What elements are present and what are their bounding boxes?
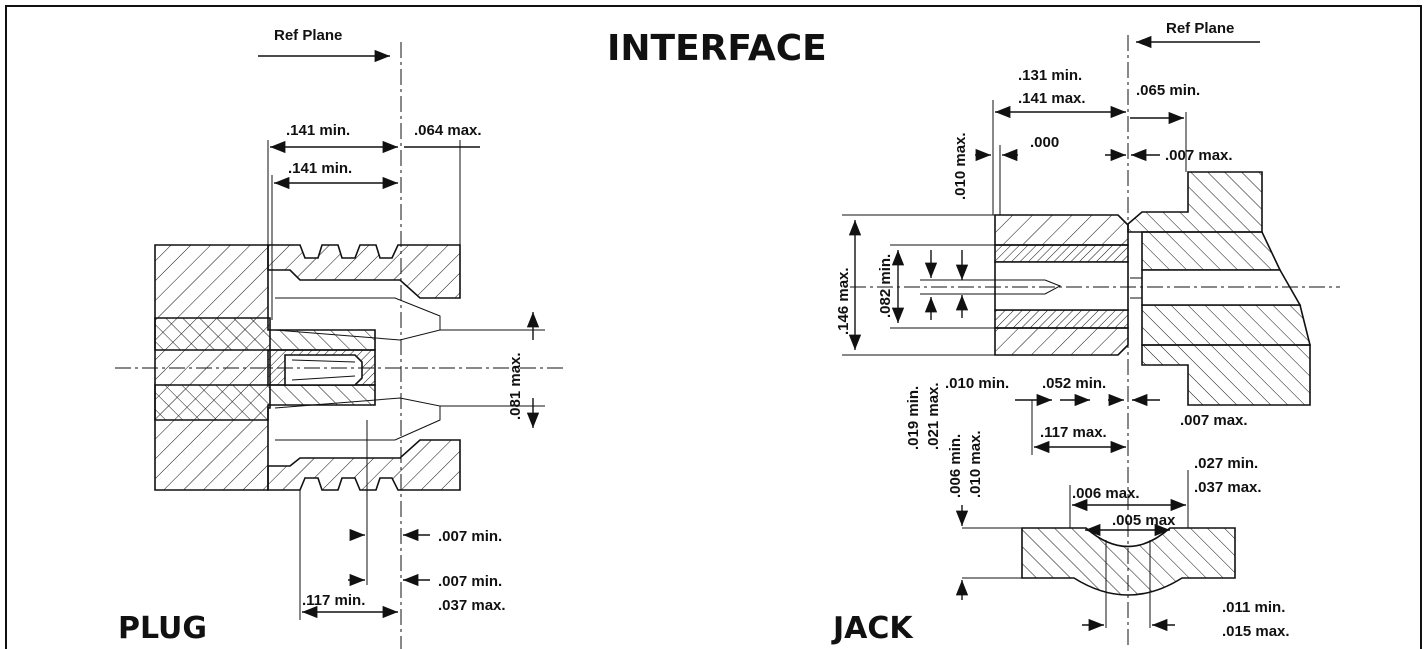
plug-drawing: Ref Plane .141 min. .064 max. .141 min. …	[115, 27, 565, 649]
jack-dim-082-min: .082 min.	[877, 254, 894, 318]
jack-dim-005-max: .005 max	[1112, 512, 1176, 529]
jack-dim-019-min: .019 min.	[905, 386, 922, 450]
jack-dim-006-min: .006 min.	[947, 434, 964, 498]
jack-dim-037-max: .037 max.	[1194, 479, 1262, 496]
plug-dim-117-min: .117 min.	[302, 592, 365, 609]
jack-dim-000: .000	[1030, 134, 1059, 151]
plug-dim-141-min-b: .141 min.	[288, 160, 352, 177]
jack-dim-141-max: .141 max.	[1018, 90, 1086, 107]
plug-heading: PLUG	[118, 611, 207, 646]
jack-dim-010-min: .010 min.	[945, 375, 1009, 392]
jack-heading: JACK	[831, 611, 914, 646]
jack-dim-011-min: .011 min.	[1222, 599, 1285, 616]
jack-dim-021-max: .021 max.	[925, 382, 942, 450]
jack-dim-010-max-b: .010 max.	[967, 430, 984, 498]
jack-dim-007-max-b: .007 max.	[1180, 412, 1248, 429]
jack-drawing: Ref Plane .131 min. .141 max. .065 min. …	[831, 20, 1340, 649]
jack-dim-006-max: .006 max.	[1072, 485, 1140, 502]
jack-dim-015-max: .015 max.	[1222, 623, 1290, 640]
plug-dim-141-min-a: .141 min.	[286, 122, 350, 139]
jack-dim-010-max-a: .010 max.	[952, 132, 969, 200]
jack-dim-052-min: .052 min.	[1042, 375, 1106, 392]
plug-dim-064-max: .064 max.	[414, 122, 482, 139]
jack-ref-plane-label: Ref Plane	[1166, 20, 1234, 37]
plug-dim-037-max: .037 max.	[438, 597, 506, 614]
jack-dim-131-min: .131 min.	[1018, 67, 1082, 84]
jack-dim-117-max: .117 max.	[1040, 424, 1107, 441]
plug-dim-081-max: .081 max.	[507, 352, 524, 420]
plug-dim-007-min-b: .007 min.	[438, 573, 502, 590]
jack-dim-146-max: .146 max.	[835, 267, 852, 335]
jack-outer-body	[1127, 171, 1263, 233]
jack-dim-027-min: .027 min.	[1194, 455, 1258, 472]
jack-dim-065-min: .065 min.	[1136, 82, 1200, 99]
plug-ref-plane-label: Ref Plane	[274, 27, 342, 44]
jack-dim-007-max-a: .007 max.	[1165, 147, 1233, 164]
frame-border	[5, 5, 1422, 649]
diagram-title: INTERFACE	[607, 28, 827, 69]
jack-tip-detail	[1021, 527, 1236, 596]
plug-dim-007-min-a: .007 min.	[438, 528, 502, 545]
